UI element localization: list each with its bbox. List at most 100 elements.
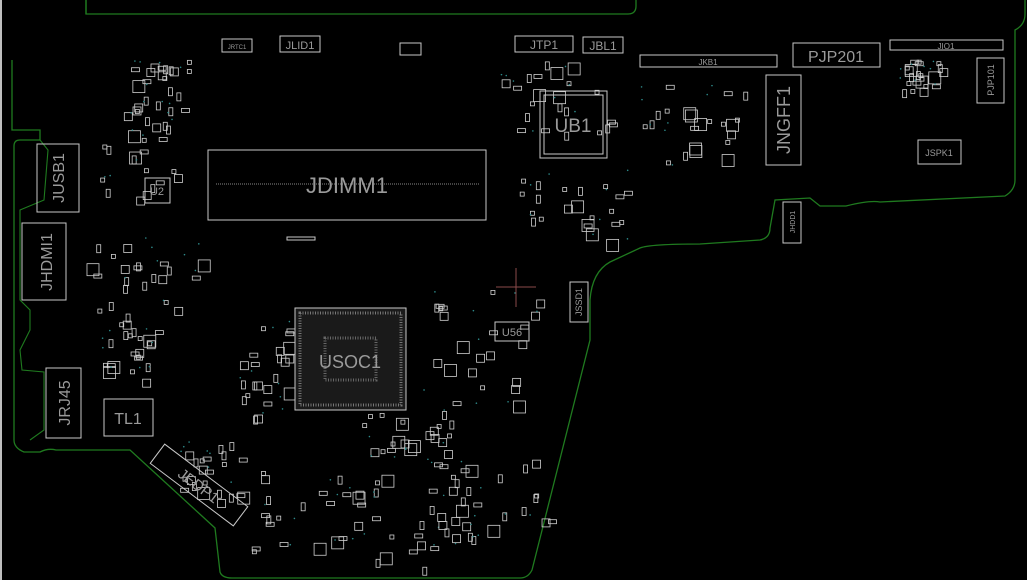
- via: [564, 65, 567, 68]
- component-label: JSSD1: [574, 288, 584, 316]
- smd-part: [541, 128, 550, 134]
- component-pjp201[interactable]: PJP201: [792, 42, 881, 68]
- component-jlid1[interactable]: JLID1: [279, 35, 321, 53]
- smd-part: [240, 380, 246, 390]
- smd-part: [275, 346, 285, 356]
- smd-part: [136, 262, 141, 272]
- via: [479, 487, 482, 489]
- smd-part: [521, 178, 527, 184]
- via: [442, 441, 445, 444]
- via: [474, 514, 476, 517]
- via: [104, 175, 106, 178]
- smd-part: [534, 493, 540, 499]
- via: [179, 66, 182, 69]
- smd-part: [557, 103, 563, 113]
- component-jrtc1[interactable]: JRTC1: [221, 38, 253, 53]
- smd-part: [414, 533, 424, 539]
- smd-part: [460, 497, 466, 507]
- smd-part: [381, 474, 395, 488]
- via: [568, 83, 571, 86]
- via: [423, 389, 425, 391]
- component-label: JDIMM1: [306, 173, 388, 198]
- smd-part: [176, 92, 182, 102]
- smd-part: [743, 91, 749, 101]
- component-jbl1[interactable]: JBL1: [582, 36, 624, 54]
- smd-part: [124, 277, 130, 287]
- component-pjp101[interactable]: PJP101: [976, 57, 1005, 104]
- component-jhdmi1[interactable]: JHDMI1: [21, 222, 67, 301]
- smd-part: [531, 311, 540, 321]
- smd-part: [143, 96, 149, 106]
- smd-part: [438, 306, 444, 312]
- crosshair-cursor: [496, 268, 536, 307]
- smd-part: [916, 71, 921, 81]
- via: [124, 276, 127, 279]
- smd-part: [357, 502, 367, 508]
- via: [529, 184, 532, 186]
- component-jusb1[interactable]: JUSB1: [36, 143, 80, 213]
- smd-part: [419, 521, 425, 530]
- component-jssd1[interactable]: JSSD1: [569, 281, 589, 323]
- component-u56[interactable]: U56: [494, 321, 530, 342]
- smd-part: [518, 340, 528, 350]
- via: [206, 450, 209, 452]
- component-u2[interactable]: U2: [144, 177, 171, 204]
- smd-part: [318, 490, 328, 496]
- via: [664, 129, 666, 132]
- component-jio1[interactable]: JIO1: [889, 39, 1004, 51]
- smd-part: [273, 373, 279, 383]
- via: [514, 292, 516, 294]
- smd-part: [142, 191, 152, 200]
- smd-part: [127, 333, 133, 339]
- component-tl1[interactable]: TL1: [103, 398, 154, 437]
- smd-part: [417, 541, 426, 551]
- smd-part: [154, 330, 164, 335]
- component-jtp1[interactable]: JTP1: [514, 35, 574, 53]
- smd-part: [512, 377, 522, 387]
- component-jkb1[interactable]: JKB1: [639, 54, 778, 68]
- smd-part: [166, 125, 171, 135]
- via: [101, 337, 104, 339]
- component-usoc1[interactable]: USOC1: [294, 307, 407, 411]
- via: [500, 73, 503, 76]
- via: [239, 376, 242, 379]
- smd-part: [607, 119, 616, 125]
- smd-part: [619, 220, 625, 225]
- smd-part: [280, 357, 290, 367]
- smd-part: [589, 215, 595, 221]
- via: [363, 533, 366, 535]
- smd-part: [252, 381, 258, 391]
- component-jngff1[interactable]: JNGFF1: [765, 74, 802, 166]
- via: [277, 382, 280, 385]
- component-jspk1[interactable]: JSPK1: [917, 139, 962, 165]
- via: [162, 299, 165, 302]
- via: [167, 111, 169, 114]
- via: [605, 188, 608, 191]
- component-jhdd1[interactable]: JHDD1: [782, 201, 802, 244]
- via: [151, 341, 154, 344]
- smd-part: [603, 184, 609, 190]
- smd-part: [277, 354, 282, 364]
- smd-part: [162, 76, 168, 81]
- smd-part: [100, 177, 106, 183]
- component-label: TL1: [114, 411, 142, 428]
- smd-part: [578, 186, 583, 196]
- smd-part: [564, 204, 573, 214]
- component-unlabeled[interactable]: [286, 236, 316, 241]
- smd-part: [544, 61, 550, 71]
- component-ub1[interactable]: UB1: [539, 90, 608, 159]
- smd-part: [217, 499, 226, 508]
- component-jdimm1[interactable]: JDIMM1: [207, 149, 487, 221]
- via: [427, 458, 429, 461]
- component-label: JHDMI1: [39, 233, 56, 291]
- smd-part: [181, 108, 190, 113]
- component-unlabeled[interactable]: [399, 42, 422, 56]
- smd-part: [615, 194, 625, 200]
- smd-part: [939, 68, 949, 78]
- smd-part: [130, 351, 140, 357]
- via: [194, 481, 197, 484]
- smd-part: [562, 187, 568, 192]
- component-jrj45[interactable]: JRJ45: [45, 367, 82, 439]
- smd-part: [480, 385, 486, 391]
